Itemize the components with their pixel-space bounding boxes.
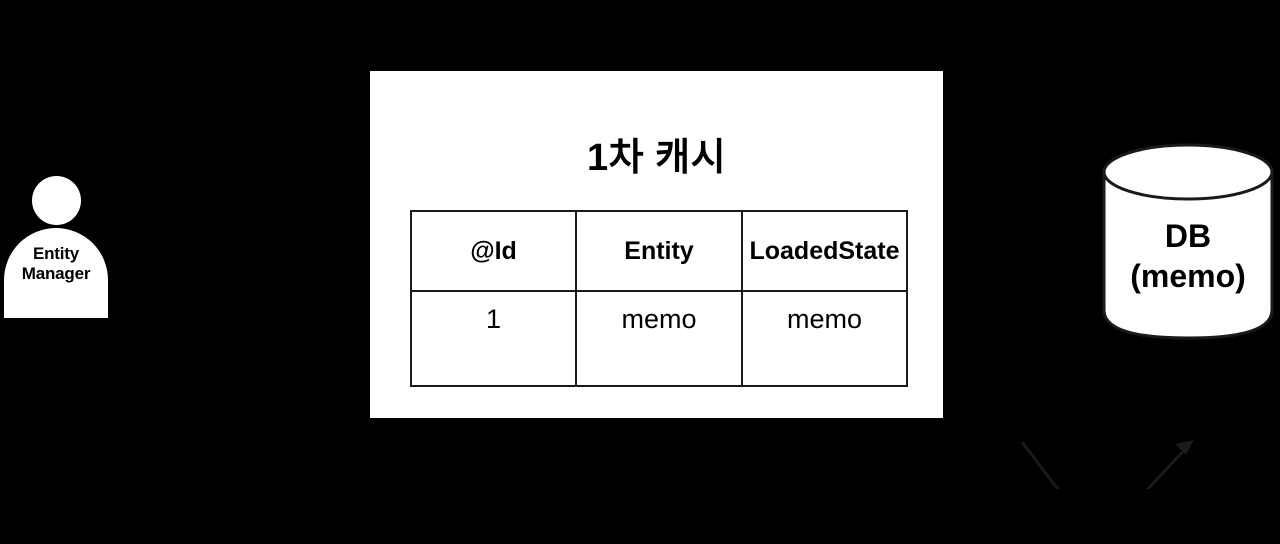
database-cylinder-icon — [1102, 143, 1274, 340]
page-title: 1차 캐시 — [586, 137, 727, 179]
cell-loadedstate: memo — [741, 290, 908, 387]
column-header-entity: Entity — [575, 210, 743, 292]
entity-connector-line — [1020, 441, 1060, 489]
actor-body-icon — [4, 228, 108, 318]
actor-label-line2: Manager — [21, 264, 91, 283]
database-label: DB (memo) — [1102, 216, 1274, 296]
loadedstate-connector-arrow-shaft — [1145, 442, 1192, 489]
cylinder-top-ellipse — [1102, 143, 1274, 201]
column-header-id: @Id — [410, 210, 577, 292]
actor-label: Entity Manager — [4, 244, 108, 284]
cell-entity: memo — [575, 290, 743, 387]
entity-manager-actor: Entity Manager — [4, 176, 112, 318]
cylinder-body — [1102, 170, 1274, 340]
cell-id: 1 — [410, 290, 577, 387]
column-header-loadedstate: LoadedState — [741, 210, 908, 292]
actor-head-icon — [32, 176, 81, 225]
table-header-row: @Id Entity LoadedState — [410, 210, 908, 292]
table-row: 1 memo memo — [410, 290, 908, 387]
database-label-line2: (memo) — [1130, 258, 1246, 294]
first-level-cache-panel: 1차 캐시 @Id Entity LoadedState 1 memo memo — [370, 71, 1194, 489]
actor-label-line1: Entity — [32, 244, 80, 263]
cache-table: @Id Entity LoadedState 1 memo memo — [410, 210, 908, 387]
loadedstate-connector-arrowhead — [1175, 440, 1194, 455]
database-label-line1: DB — [1164, 218, 1212, 254]
